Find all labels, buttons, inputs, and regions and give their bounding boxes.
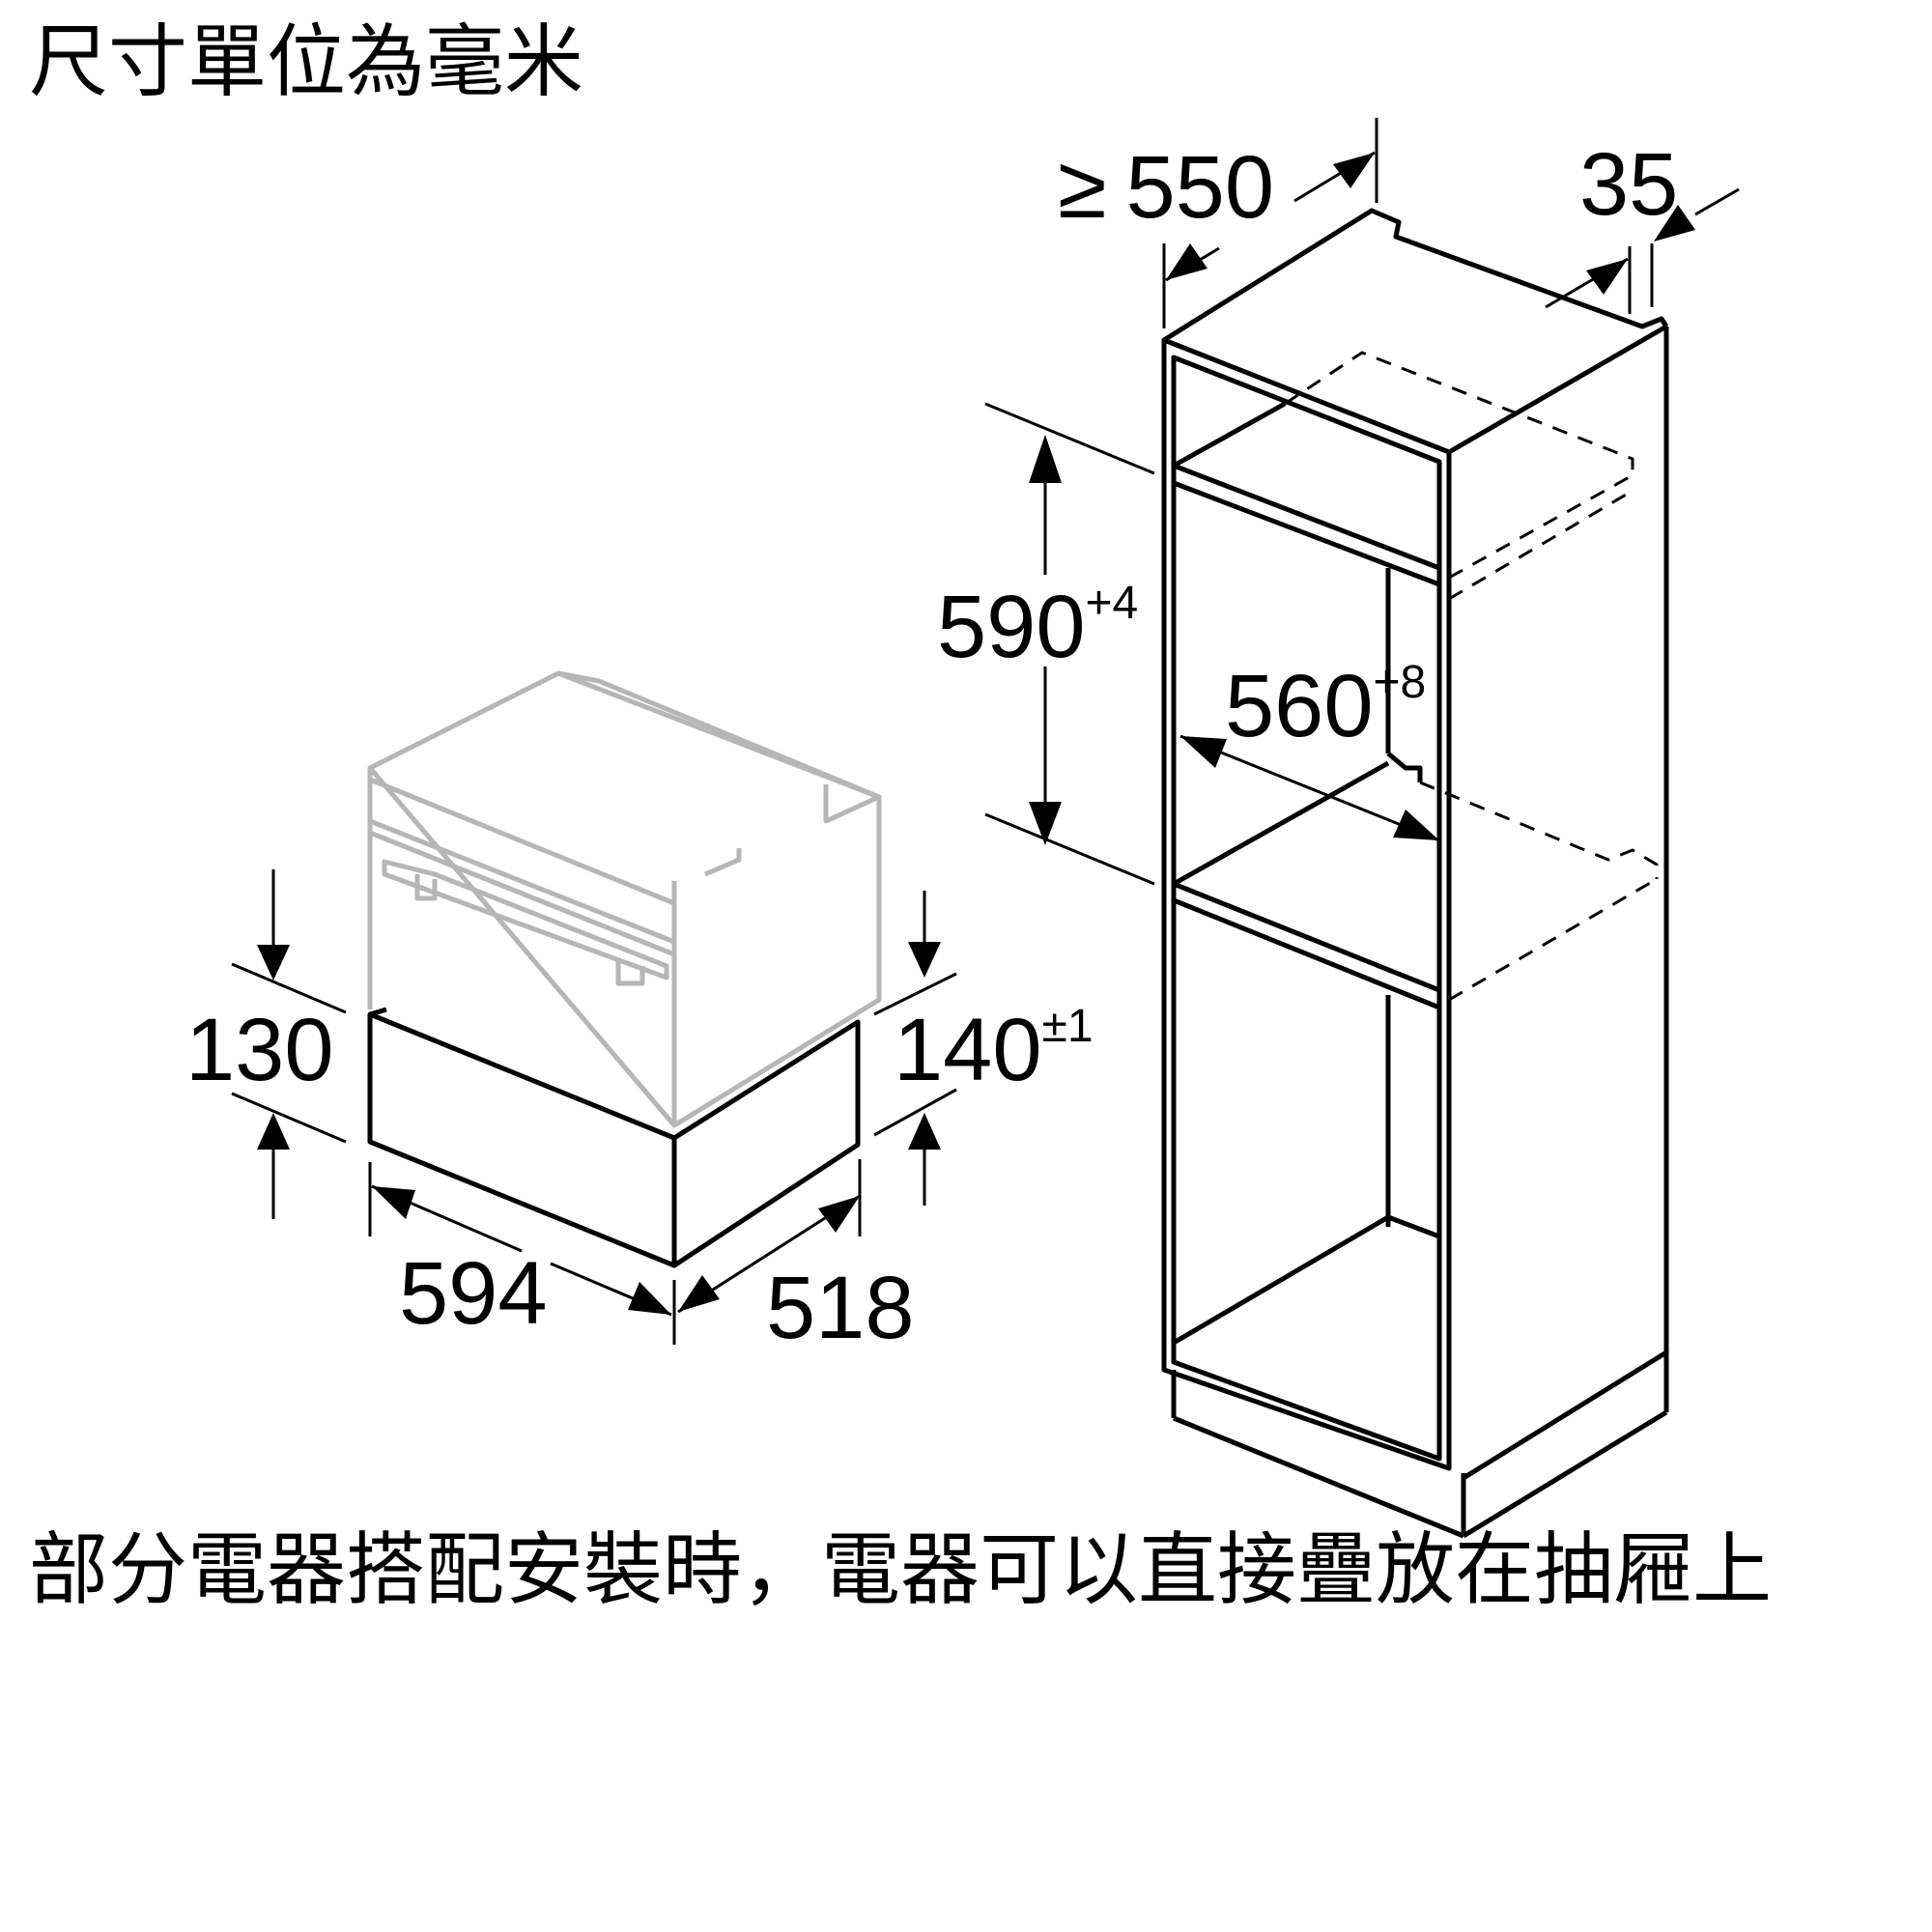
- installation-note: 部分電器搭配安裝時，電器可以直接疊放在抽屜上: [29, 1526, 1773, 1614]
- dimension-560: 560+8: [1179, 657, 1440, 842]
- dimension-590: 590+4: [937, 402, 1155, 886]
- dim-590-tolerance: +4: [1086, 578, 1139, 629]
- dimension-130: 130: [185, 869, 347, 1219]
- diagram-title: 尺寸單位為毫米: [29, 18, 584, 106]
- dim-590-value: 590: [937, 578, 1086, 676]
- dim-560-value: 560: [1225, 657, 1374, 755]
- appliance-outline: [367, 670, 882, 1128]
- dim-594-label: 594: [399, 1244, 548, 1343]
- dim-590-label: 590+4: [937, 578, 1138, 676]
- dim-560-tolerance: +8: [1374, 657, 1427, 708]
- dim-140-tolerance: ±1: [1042, 1001, 1094, 1052]
- dim-560-label: 560+8: [1225, 657, 1426, 755]
- dim-550-label: ≥550: [1058, 138, 1274, 237]
- dimension-550: ≥550: [1058, 118, 1378, 328]
- dim-140-value: 140: [894, 1001, 1042, 1099]
- dim-35-label: 35: [1579, 135, 1678, 234]
- dim-140-label: 140±1: [894, 1001, 1094, 1099]
- drawer-outline: [367, 1007, 861, 1268]
- appliance-dashed-outline: [1284, 351, 1659, 1002]
- cabinet-outline: [1161, 208, 1669, 1539]
- dimension-140: 140±1: [873, 891, 1094, 1206]
- dim-518-label: 518: [766, 1259, 915, 1357]
- dimension-518: 518: [677, 1159, 915, 1357]
- dim-550-value: 550: [1126, 138, 1275, 237]
- dim-550-symbol: ≥: [1058, 138, 1107, 237]
- dimension-35: 35: [1545, 135, 1740, 314]
- dim-130-label: 130: [185, 1001, 334, 1099]
- dimension-594: 594: [368, 1162, 676, 1345]
